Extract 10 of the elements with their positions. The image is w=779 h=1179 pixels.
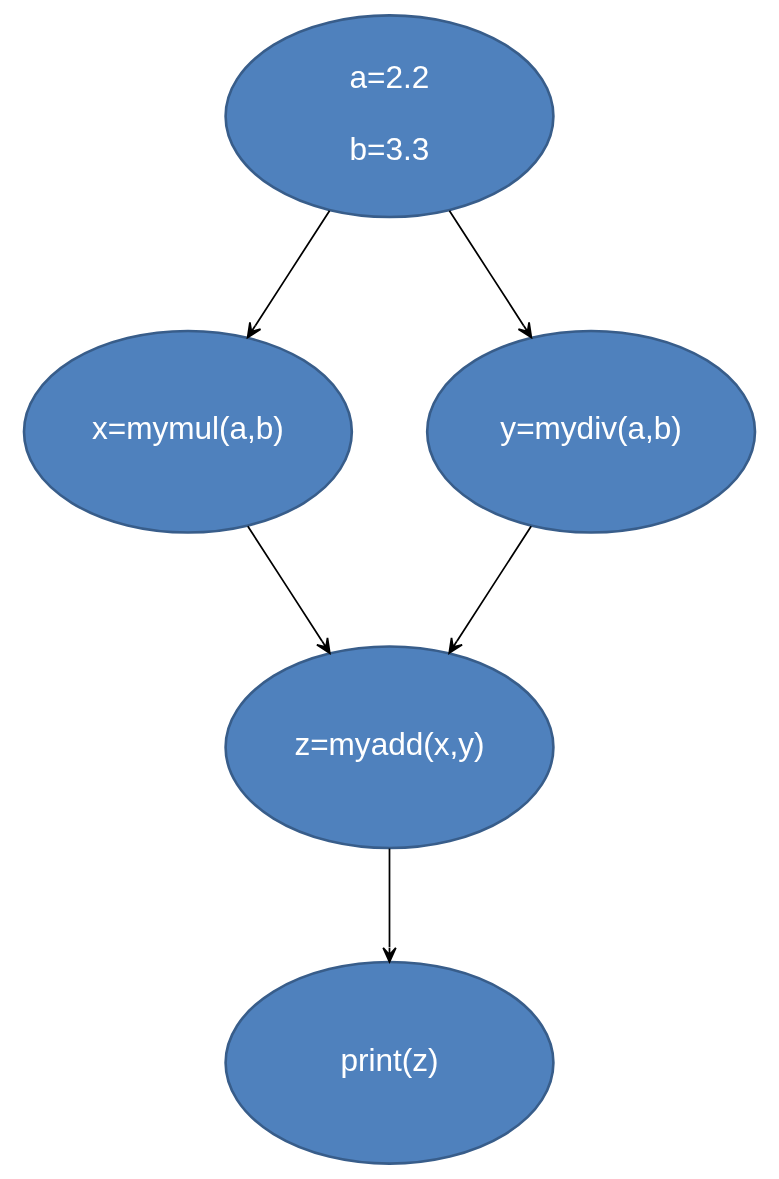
node-ellipse: x=mymul(a,b): [22, 329, 354, 534]
arrow: [246, 525, 331, 654]
node-ellipse: a=2.2 b=3.3: [224, 14, 555, 219]
node-ellipse: y=mydiv(a,b): [425, 329, 757, 534]
arrow: [448, 525, 533, 654]
node-ellipse: print(z): [224, 960, 555, 1165]
arrow: [246, 209, 331, 339]
node-ellipse: z=myadd(x,y): [224, 645, 555, 850]
arrow: [382, 847, 397, 963]
arrow: [448, 209, 533, 339]
